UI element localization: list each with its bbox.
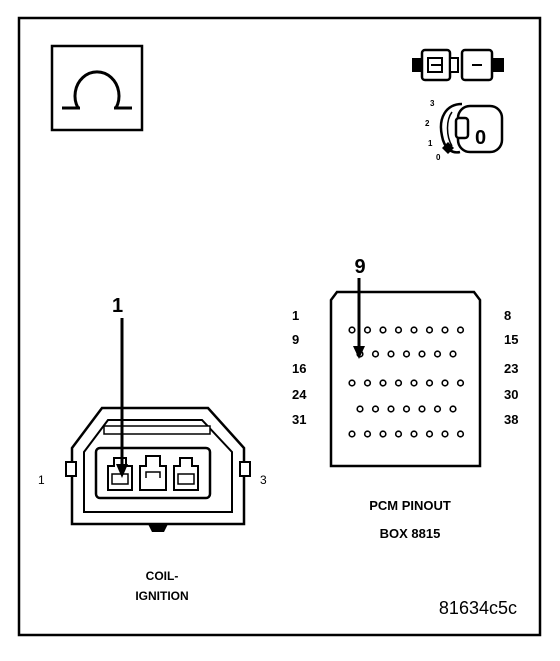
key-position-1: 1 — [428, 139, 433, 148]
pcm-pin — [425, 379, 434, 387]
coil-pointer-arrowhead — [116, 464, 128, 478]
ohm-symbol-text: Ω — [0, 0, 1, 1]
pcm-pin — [410, 430, 418, 438]
pcm-pin — [441, 430, 449, 438]
figure-id: 81634c5c — [439, 598, 517, 618]
pcm-pin — [425, 326, 434, 334]
pcm-pin — [394, 326, 403, 334]
pcm-pin — [456, 430, 465, 438]
pcm-pin — [379, 326, 387, 334]
pcm-pin-grid — [348, 326, 465, 438]
pcm-pin — [441, 326, 449, 334]
pcm-pin — [387, 350, 395, 358]
pcm-pin — [456, 379, 465, 387]
pcm-pin — [410, 379, 418, 387]
outer-border — [17, 16, 542, 637]
pcm-pin — [456, 326, 465, 334]
pcm-pin — [433, 405, 442, 413]
coil-pin-2 — [139, 455, 167, 491]
key-position-marker — [442, 142, 454, 154]
pcm-pin — [441, 379, 449, 387]
pcm-row-end-label: 30 — [504, 387, 518, 402]
pcm-pin — [348, 326, 356, 334]
pcm-pin — [449, 405, 457, 413]
pcm-pin — [379, 430, 387, 438]
pcm-pin — [356, 405, 364, 413]
coil-pin-3 — [173, 457, 199, 491]
pcm-row-end-label: 23 — [504, 361, 518, 376]
pcm-housing — [329, 290, 482, 468]
key-position-3: 3 — [430, 99, 435, 108]
pcm-pin — [363, 379, 372, 387]
pcm-pin — [348, 379, 356, 387]
pcm-row-start-label: 31 — [292, 412, 306, 427]
key-face-label: 0 — [475, 127, 486, 149]
pcm-row-start-label: 1 — [292, 308, 299, 323]
coil-ignition-connector: 1 3 1 COIL- IGNITION — [38, 295, 267, 603]
coil-pin-left-label: 1 — [38, 473, 45, 487]
pcm-caption-line2: BOX 8815 — [380, 526, 441, 541]
pcm-pin — [425, 430, 434, 438]
pcm-caption-line1: PCM PINOUT — [369, 498, 451, 513]
pcm-row-start-label: 16 — [292, 361, 306, 376]
pcm-pin — [410, 326, 418, 334]
pcm-pin — [363, 326, 372, 334]
pcm-pin — [402, 350, 411, 358]
pcm-pin — [394, 379, 403, 387]
coil-pin-right-label: 3 — [260, 473, 267, 487]
pcm-pin — [387, 405, 395, 413]
pcm-pin — [449, 350, 457, 358]
coil-caption-line1: COIL- — [146, 569, 179, 583]
pcm-row-end-label: 38 — [504, 412, 518, 427]
pcm-pin — [402, 405, 411, 413]
disconnect-connector-icon — [412, 48, 504, 82]
pcm-row-start-label: 9 — [292, 332, 299, 347]
pcm-pin — [371, 405, 380, 413]
pcm-pin — [371, 350, 380, 358]
pcm-pointer-label: 9 — [354, 256, 365, 278]
pcm-pointer-arrowhead — [353, 346, 365, 359]
ohmmeter-icon: Ω — [0, 0, 144, 132]
coil-pointer-label: 1 — [112, 295, 123, 317]
pcm-row-start-label: 24 — [292, 387, 307, 402]
pcm-row-end-label: 15 — [504, 332, 518, 347]
ignition-key-icon: 3 2 1 0 0 — [425, 99, 504, 162]
pcm-pin — [363, 430, 372, 438]
pcm-pin — [394, 430, 403, 438]
pcm-left-labels: 1 9 16 24 31 — [292, 308, 307, 427]
pcm-pin — [348, 430, 356, 438]
pcm-pin — [433, 350, 442, 358]
pcm-right-labels: 8 15 23 30 38 — [504, 308, 518, 427]
pcm-pin — [418, 350, 426, 358]
key-position-2: 2 — [425, 119, 430, 128]
pcm-connector: 1 9 16 24 31 8 15 23 30 38 9 PCM PINOUT BOX 8815 — [292, 256, 518, 541]
pcm-pin — [418, 405, 426, 413]
coil-caption-line2: IGNITION — [135, 589, 188, 603]
key-position-0: 0 — [436, 153, 441, 162]
pcm-row-end-label: 8 — [504, 308, 511, 323]
pcm-pin — [379, 379, 387, 387]
